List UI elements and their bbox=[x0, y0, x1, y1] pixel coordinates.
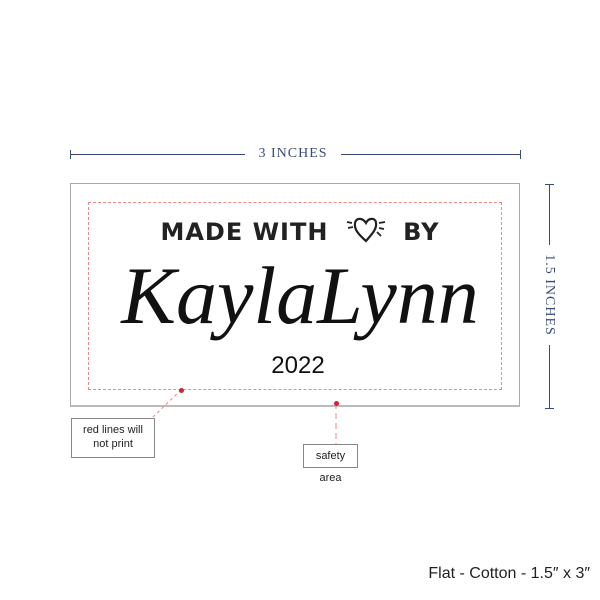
dimension-cap bbox=[520, 150, 521, 159]
by-text: BY bbox=[403, 218, 440, 246]
red-lines-callout: red lines will not print bbox=[71, 418, 155, 458]
dimension-cap bbox=[70, 150, 71, 159]
safety-area-outline bbox=[88, 202, 502, 390]
dimension-cap bbox=[545, 408, 554, 409]
year-text: 2022 bbox=[271, 352, 325, 379]
safety-area-callout: safety area bbox=[303, 444, 358, 484]
width-dimension-label: 3 INCHES bbox=[245, 146, 341, 162]
safety-area-marker bbox=[334, 401, 339, 406]
heart-icon bbox=[346, 214, 386, 250]
made-with-love-line: MADE WITH BY bbox=[0, 214, 600, 250]
label-preview bbox=[70, 183, 520, 407]
made-with-text: MADE WITH bbox=[160, 218, 329, 246]
red-lines-marker bbox=[179, 388, 184, 393]
product-description: Flat - Cotton - 1.5″ x 3″ bbox=[428, 565, 590, 582]
name-text: KaylaLynn bbox=[121, 250, 479, 341]
red-lines-leader bbox=[151, 389, 182, 419]
dimension-cap bbox=[545, 184, 554, 185]
